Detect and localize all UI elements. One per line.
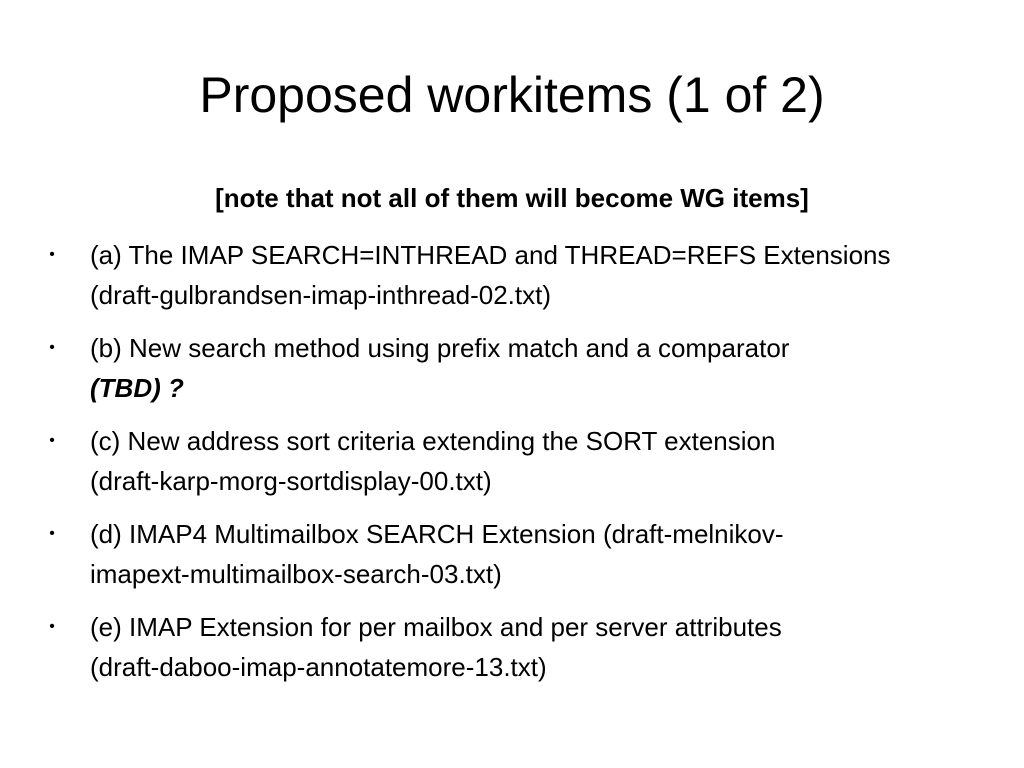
bullet-icon: • (49, 618, 55, 635)
list-item: • (e) IMAP Extension for per mailbox and… (0, 607, 1024, 687)
list-item: • (a) The IMAP SEARCH=INTHREAD and THREA… (0, 235, 1024, 315)
item-line: (c) New address sort criteria extending … (90, 426, 776, 456)
item-line: (draft-daboo-imap-annotatemore-13.txt) (90, 652, 547, 682)
bullet-list: • (a) The IMAP SEARCH=INTHREAD and THREA… (0, 235, 1024, 700)
item-line: (a) The IMAP SEARCH=INTHREAD and THREAD=… (90, 240, 891, 270)
item-line: (draft-karp-morg-sortdisplay-00.txt) (90, 466, 492, 496)
item-line: imapext-multimailbox-search-03.txt) (90, 559, 502, 589)
item-line: (b) New search method using prefix match… (90, 333, 790, 363)
item-line: (d) IMAP4 Multimailbox SEARCH Extension … (90, 519, 784, 549)
item-line: (draft-gulbrandsen-imap-inthread-02.txt) (90, 280, 551, 310)
bullet-icon: • (49, 432, 55, 449)
slide-title: Proposed workitems (1 of 2) (199, 67, 825, 123)
slide-note: [note that not all of them will become W… (215, 183, 809, 213)
item-line: (e) IMAP Extension for per mailbox and p… (90, 612, 782, 642)
list-item: • (b) New search method using prefix mat… (0, 328, 1024, 408)
bullet-icon: • (49, 525, 55, 542)
list-item: • (c) New address sort criteria extendin… (0, 421, 1024, 501)
bullet-icon: • (49, 339, 55, 356)
list-item: • (d) IMAP4 Multimailbox SEARCH Extensio… (0, 514, 1024, 594)
bullet-icon: • (49, 246, 55, 263)
item-line-emphasis: (TBD) ? (90, 373, 184, 403)
